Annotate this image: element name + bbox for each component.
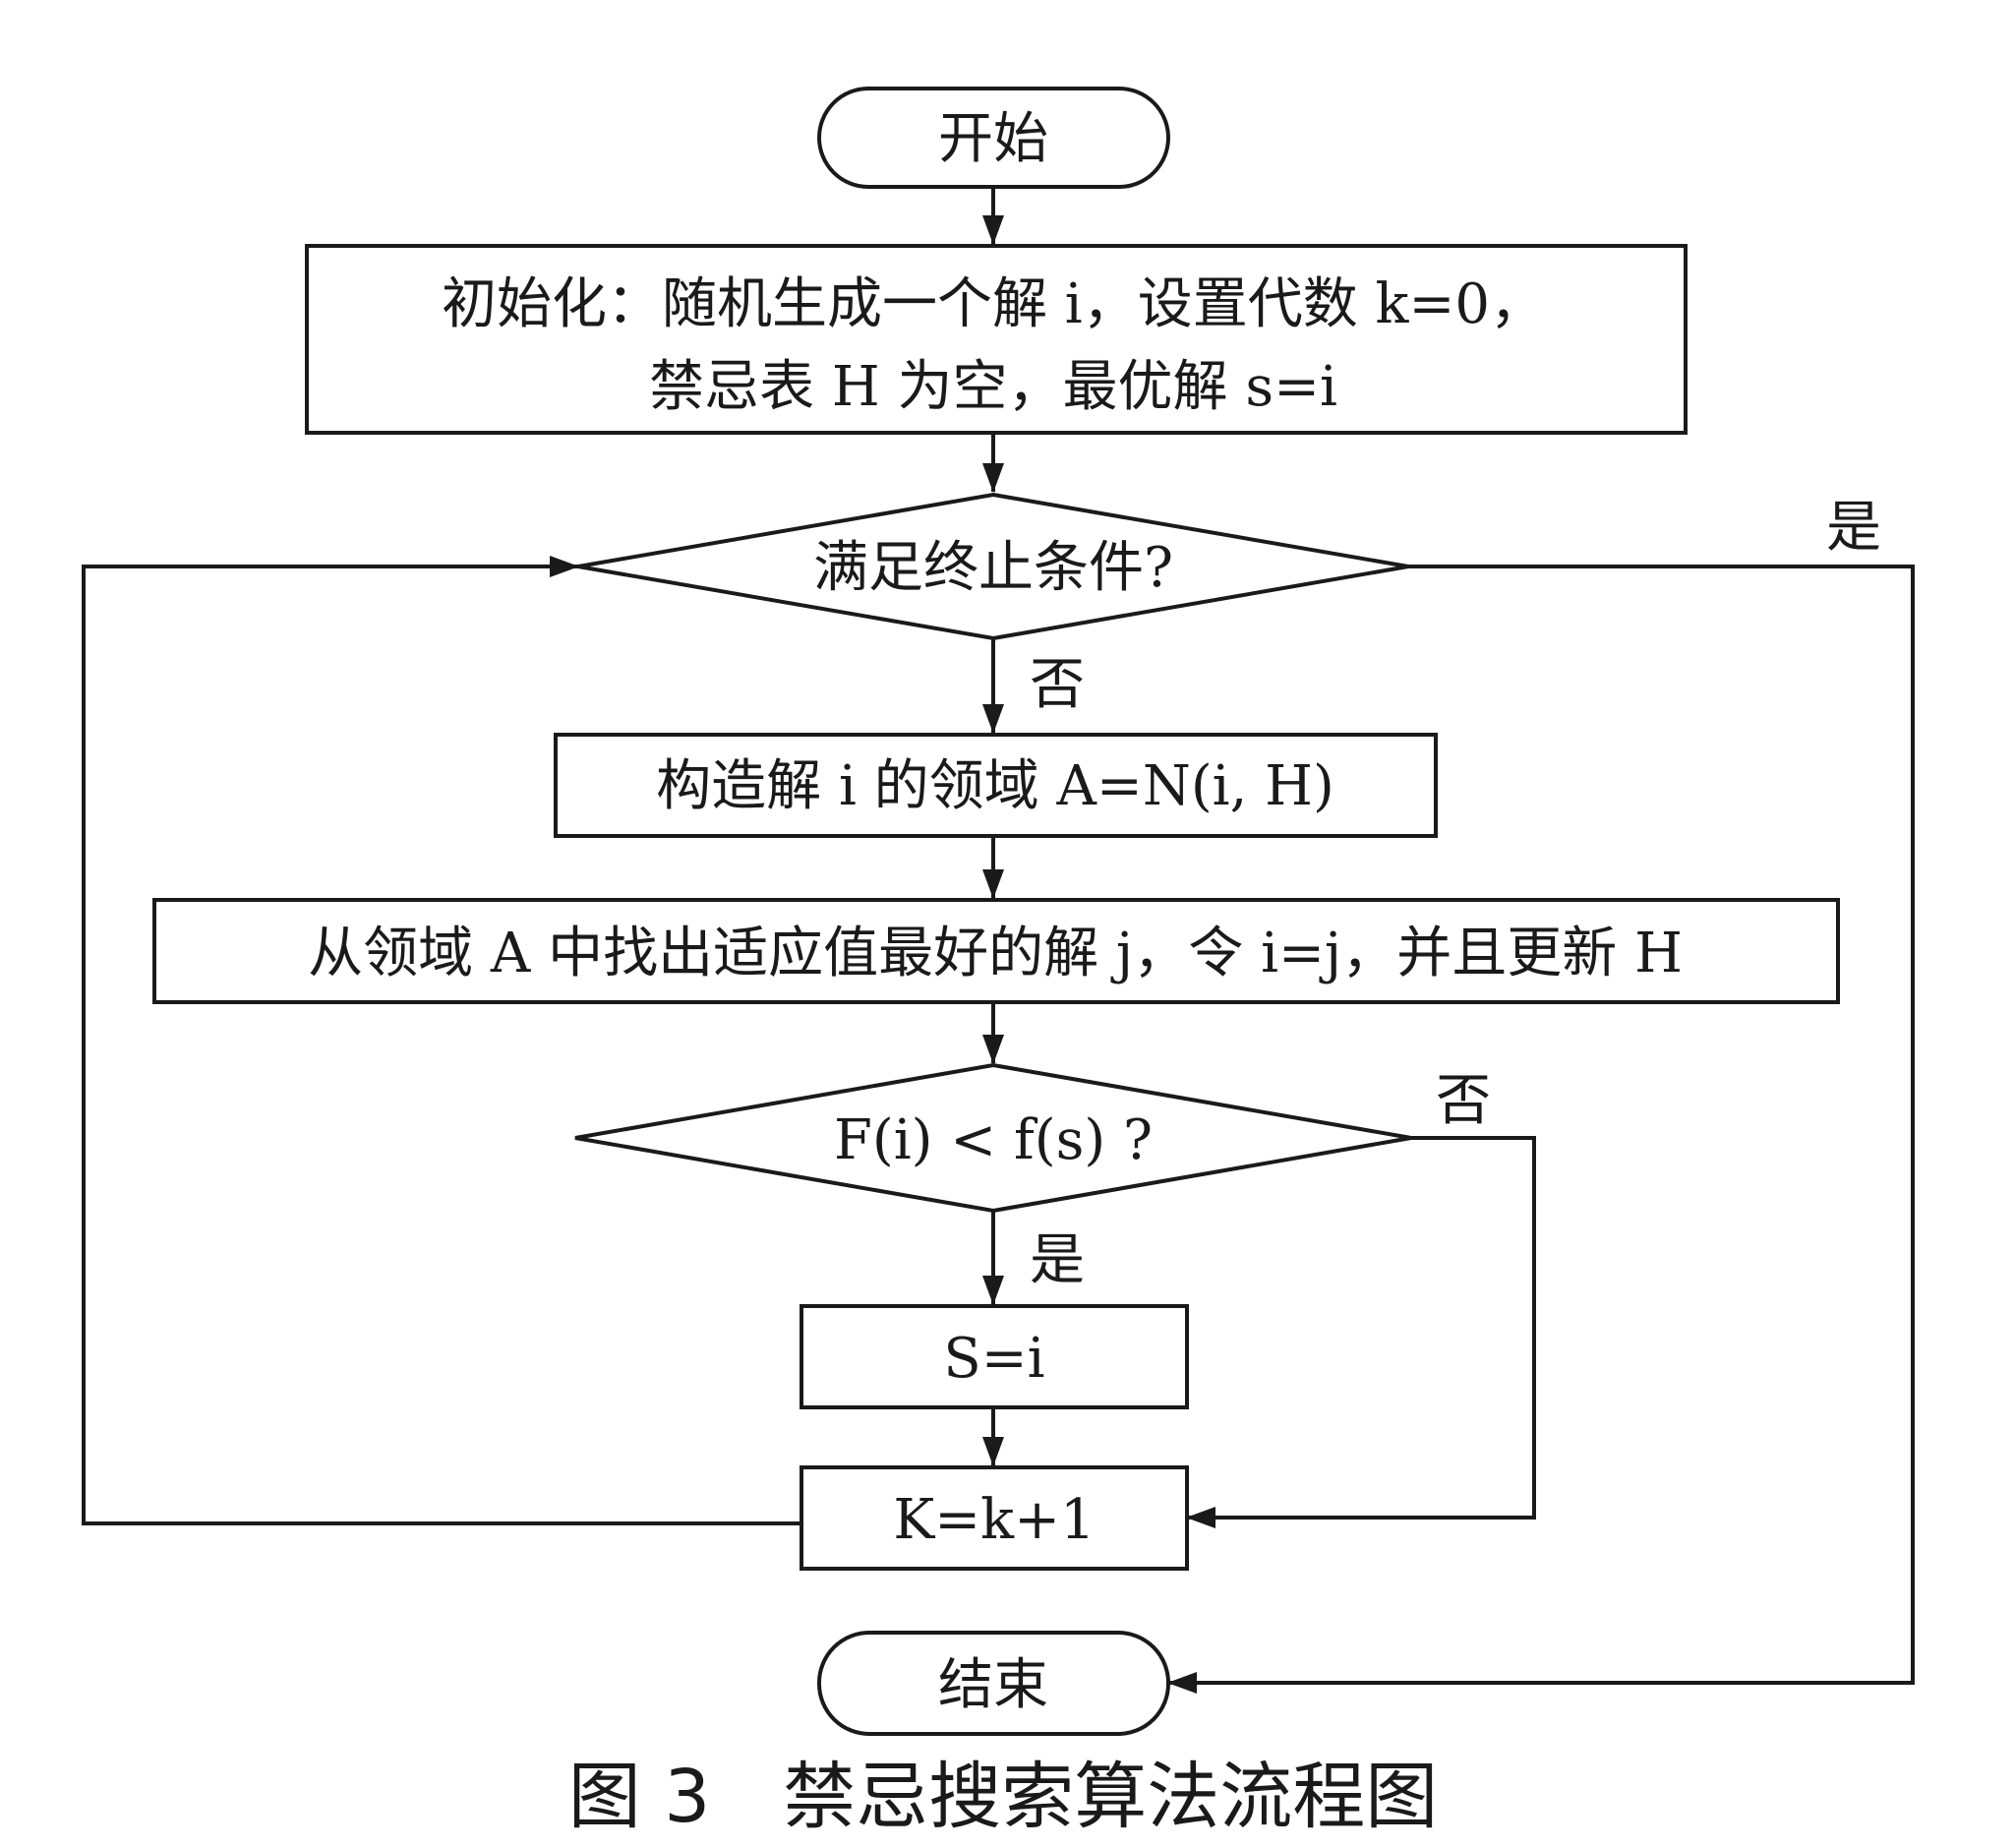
edge-label-terminate-no: 否	[1030, 653, 1085, 717]
update-best-label: S=i	[943, 1327, 1044, 1391]
init-label-line1: 初始化：随机生成一个解 i，设置代数 k=0，	[442, 272, 1545, 336]
end-terminator	[817, 1631, 1170, 1736]
select-best-box	[152, 898, 1840, 1004]
arrow-increment-loop-to-terminate	[82, 556, 801, 1525]
init-box	[305, 244, 1688, 435]
edge-label-compare-yes: 是	[1030, 1228, 1085, 1292]
compare-question: F(i) < f(s) ?	[834, 1108, 1153, 1172]
update-best-box	[800, 1304, 1189, 1409]
neighborhood-label: 构造解 i 的领域 A=N(i, H)	[656, 754, 1334, 818]
start-label: 开始	[938, 107, 1048, 171]
neighborhood-box	[554, 733, 1438, 838]
select-best-label: 从领域 A 中找出适应值最好的解 j，令 i=j，并且更新 H	[308, 922, 1683, 985]
increment-label: K=k+1	[893, 1488, 1095, 1552]
end-label: 结束	[938, 1653, 1048, 1717]
terminate-question: 满足终止条件?	[813, 536, 1173, 600]
arrow-compare-no-to-increment	[1186, 1136, 1536, 1528]
arrow-terminate-yes-to-end	[1167, 565, 1915, 1694]
increment-box	[800, 1465, 1189, 1571]
figure-caption: 图 3 禁忌搜索算法流程图	[568, 1755, 1439, 1839]
init-label-line2: 禁忌表 H 为空，最优解 s=i	[649, 355, 1337, 419]
edge-label-compare-no: 否	[1436, 1069, 1491, 1133]
edge-label-terminate-yes: 是	[1826, 496, 1881, 560]
